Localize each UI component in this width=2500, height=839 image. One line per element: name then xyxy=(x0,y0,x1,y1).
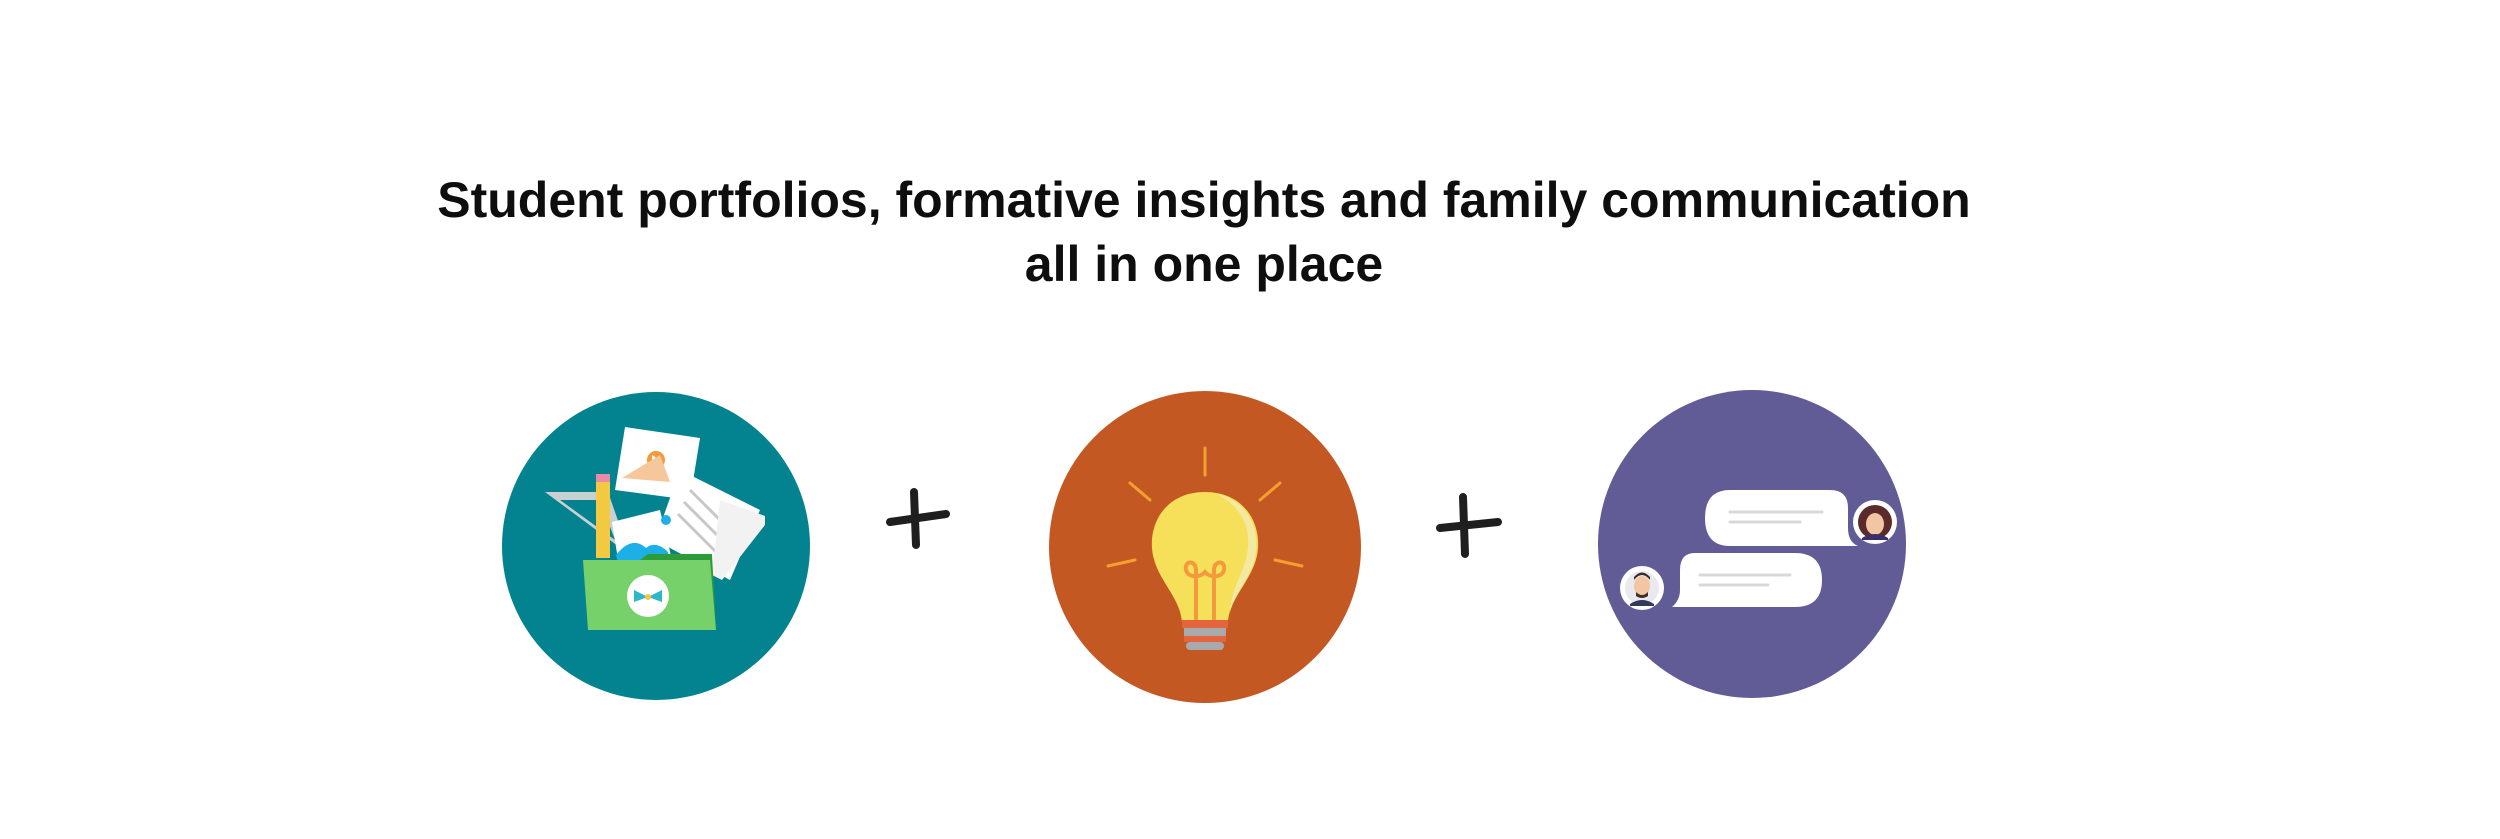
chat-bubbles-icon xyxy=(1598,390,1906,698)
plus-icon xyxy=(1436,493,1502,558)
lightbulb-icon xyxy=(1049,391,1361,703)
plus-icon xyxy=(886,488,950,549)
portfolio-folder-icon xyxy=(502,392,810,700)
headline-line-2: all in one place xyxy=(1024,236,1384,292)
headline-line-1: Student portfolios, formative insights a… xyxy=(437,172,1971,228)
